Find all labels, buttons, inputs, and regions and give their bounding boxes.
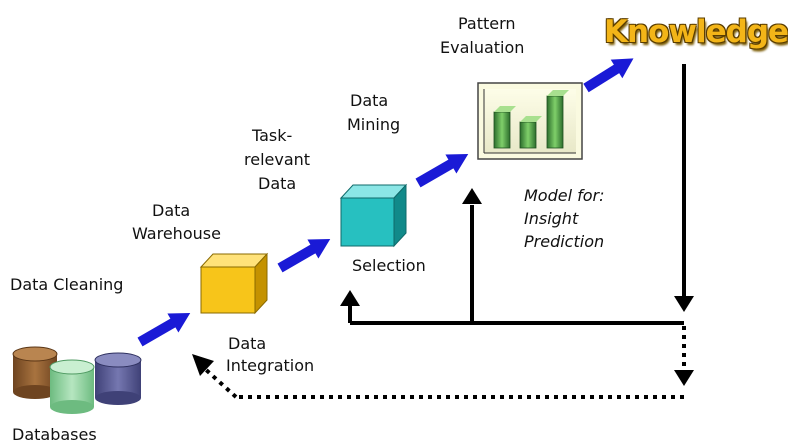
chart-bar-2 xyxy=(519,116,542,149)
flow-arrow-mining xyxy=(415,154,469,188)
pattern-chart-icon xyxy=(477,82,583,160)
label-pattern-evaluation-1: Pattern xyxy=(458,14,516,33)
label-data-cleaning: Data Cleaning xyxy=(10,275,124,294)
label-task-relevant-3: Data xyxy=(258,174,297,193)
label-insight: Insight xyxy=(524,209,579,228)
label-data-mining-1: Data xyxy=(350,91,389,110)
database-cylinder-brown xyxy=(12,346,58,399)
label-prediction: Prediction xyxy=(524,232,605,251)
label-knowledge: Knowledge xyxy=(604,14,788,50)
chart-bar-1 xyxy=(493,106,516,149)
database-cylinder-purple xyxy=(94,352,142,405)
flow-arrows xyxy=(137,58,634,347)
label-task-relevant-1: Task- xyxy=(252,126,293,145)
label-data-warehouse-2: Warehouse xyxy=(132,224,221,243)
flow-arrow-selection xyxy=(277,239,331,273)
arrowhead-to-selection-up xyxy=(340,290,360,306)
selection-cube xyxy=(339,183,408,248)
database-cylinder-green xyxy=(49,359,95,414)
databases-icon xyxy=(12,346,142,414)
label-databases: Databases xyxy=(12,425,97,444)
label-data-mining-2: Mining xyxy=(347,115,401,134)
label-task-relevant-2: relevant xyxy=(244,150,311,169)
flow-arrow-cleaning xyxy=(137,313,191,347)
label-selection: Selection xyxy=(352,256,426,275)
arrowhead-to-knowledge-down xyxy=(674,296,694,312)
label-data-warehouse-1: Data xyxy=(152,201,191,220)
chart-bar-3 xyxy=(546,90,569,149)
label-data-integration-2: Integration xyxy=(226,356,315,375)
label-pattern-evaluation-2: Evaluation xyxy=(440,38,525,57)
flow-arrow-evaluation xyxy=(583,58,634,93)
arrowhead-to-pattern-up xyxy=(462,188,482,204)
data-warehouse-cube xyxy=(199,252,269,315)
feedback-arrows-dotted xyxy=(202,326,686,399)
label-model-for: Model for: xyxy=(524,186,605,205)
feedback-arrows-solid xyxy=(348,64,686,325)
arrowhead-dotted-to-warehouse xyxy=(192,354,214,376)
arrowhead-dotted-down xyxy=(674,370,694,386)
label-data-integration-1: Data xyxy=(228,334,267,353)
